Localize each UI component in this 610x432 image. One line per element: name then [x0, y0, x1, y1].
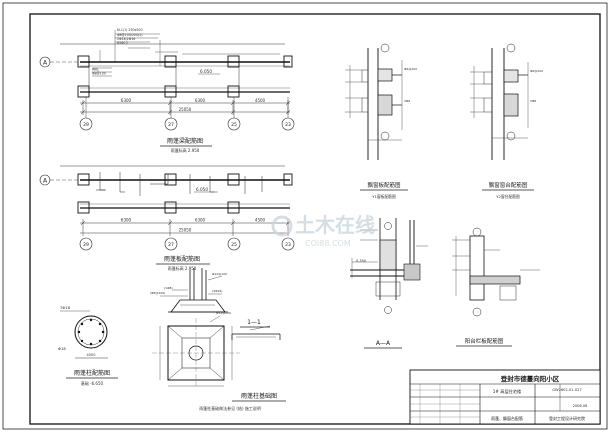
watermark: 土木在线 COI88.COM [271, 213, 375, 248]
section-1-1: 1—1 [231, 319, 281, 340]
plan1-subtitle: 雨蓬标高 2.950 [171, 147, 200, 153]
svg-text:3Φ8: 3Φ8 [404, 99, 410, 103]
balcony-parapet-section: 阳台栏板配筋图 [452, 227, 540, 347]
title-drawing-no: GW2602-01-027 [552, 388, 582, 392]
svg-text:Φ8@100/200(2): Φ8@100/200(2) [117, 33, 142, 37]
dim-span-3-p2: 4500 [255, 218, 266, 223]
svg-text:Φ12@100: Φ12@100 [212, 272, 227, 276]
axis-27-p1: 27 [168, 122, 174, 128]
elevation-6050-p2: 6.050 [196, 187, 208, 192]
axis-29-p2: 29 [83, 242, 89, 248]
svg-text:(1Φ8): (1Φ8) [164, 286, 173, 290]
foundation-plan: Φ12@200 雨蓬柱基础图 雨蓬柱基础做法参见 (结) 施工说明 [152, 311, 286, 411]
svg-text:Φ8@100: Φ8@100 [92, 72, 106, 76]
inner-frame [29, 13, 601, 425]
section-1-1-title: 1—1 [247, 319, 261, 326]
title-designer: 登封工程设计研究院 [549, 415, 585, 421]
axis-25-p1: 25 [231, 122, 237, 128]
axis-23-p2: 23 [285, 242, 291, 248]
bay-sill-title: 飘窗板配筋图 [367, 181, 401, 189]
section-a-a-title: A—A [376, 340, 391, 347]
title-date: 2006.08 [573, 404, 589, 408]
column-bar-top: 7Φ18 [60, 305, 71, 310]
dim-total-p2: 25050 [179, 228, 192, 233]
title-project: 登封市德蔓向阳小区 [500, 374, 560, 383]
plan-view-1: A KL1(1 [39, 28, 295, 153]
aa-elevation: 0.350 [356, 259, 366, 263]
svg-text:3Φ8: 3Φ8 [530, 99, 536, 103]
svg-text:Φ12@200: Φ12@200 [216, 311, 231, 315]
bay-window-sill-section: Φ6@200 3Φ8 飘窗板配筋图 Y1窗板配筋图 [345, 43, 417, 199]
elevation-6050-p1: 6.050 [200, 69, 212, 74]
svg-text:WKL: WKL [92, 68, 99, 72]
dim-total: 25050 [179, 107, 192, 112]
bay-platform-title: 飘窗窗台配筋图 [489, 181, 528, 189]
axis-29-p1: 29 [83, 122, 89, 128]
foundation-elevation: (1Φ8) (Φ8@100) Φ12@100 (4Φ16) [150, 268, 228, 313]
axis-label-a: A [43, 60, 48, 67]
foundation-note: 雨蓬柱基础做法参见 (结) 施工说明 [199, 405, 261, 411]
column-dim: 4000 [87, 353, 96, 357]
column-section: 7Φ18 Φ18 4000 雨蓬柱配筋图 基础 -6.650 [58, 305, 118, 386]
dim-span-2-p2: 6300 [195, 218, 206, 223]
axis-25-p2: 25 [231, 242, 237, 248]
dim-span-1-p2: 6300 [121, 218, 132, 223]
section-a-a: 0.350 A—A [350, 218, 428, 349]
bay-window-platform-section: Φ6@200 3Φ8 飘窗窗台配筋图 Y2窗台配筋图 [470, 43, 543, 199]
bay-sill-subtitle: Y1窗板配筋图 [372, 194, 396, 199]
title-drawing-name: 雨蓬、飘窗台配筋 [491, 415, 523, 421]
axis-label-a-2: A [43, 178, 48, 185]
plan2-title: 雨蓬板配筋图 [164, 255, 200, 263]
dim-span-1: 6300 [121, 98, 132, 103]
plan2-subtitle: 雨蓬标高 2.950 [168, 265, 197, 271]
dim-span-3: 4500 [255, 98, 266, 103]
svg-text:Φ6@200: Φ6@200 [404, 67, 417, 71]
svg-text:2Φ18;2Φ16: 2Φ18;2Φ16 [117, 37, 135, 41]
svg-text:KL1(1) 250x500: KL1(1) 250x500 [117, 28, 142, 32]
column-title: 雨蓬柱配筋图 [74, 369, 110, 377]
title-block: 登封市德蔓向阳小区 1# 高层住宅楼 GW2602-01-027 2006.08… [409, 369, 601, 425]
plan-view-2: A 6.050 6300 6300 4500 25050 [39, 165, 295, 271]
dim-span-2: 6300 [195, 98, 206, 103]
axis-27-p2: 27 [168, 242, 174, 248]
column-subtitle: 基础 -6.650 [81, 380, 104, 386]
svg-text:Φ6@200: Φ6@200 [530, 69, 543, 73]
bay-platform-subtitle: Y2窗台配筋图 [496, 194, 520, 199]
svg-text:(Φ8@100): (Φ8@100) [150, 291, 165, 295]
title-building: 1# 高层住宅楼 [493, 388, 521, 395]
column-bar-bottom: Φ18 [58, 346, 66, 351]
plan1-title: 雨蓬梁配筋图 [167, 137, 203, 145]
svg-text:N2Φ12: N2Φ12 [117, 41, 128, 45]
balcony-title: 阳台栏板配筋图 [465, 337, 504, 345]
axis-23-p1: 23 [285, 122, 291, 128]
watermark-url: COI88.COM [305, 239, 351, 248]
svg-text:(4Φ16): (4Φ16) [212, 289, 222, 293]
watermark-text: 土木在线 [295, 213, 375, 237]
foundation-title: 雨蓬柱基础图 [241, 392, 277, 400]
